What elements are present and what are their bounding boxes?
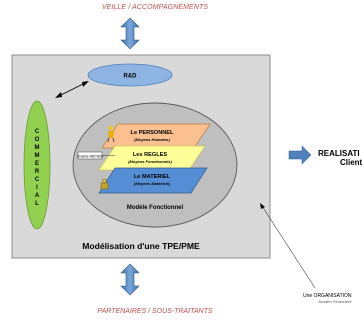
organisation-sublabel: Juridico Financière [318,299,352,304]
client-label: Client [340,158,362,167]
realisation-arrow [288,145,312,165]
rd-ellipse [87,63,173,87]
regles-subtitle: (Moyens Fonctionnels) [128,159,172,164]
commercial-label: C O M M E R C I A L [35,129,40,207]
rd-label: R&D [124,74,138,80]
commercial-letter: A [35,193,40,199]
commercial-letter: C [35,129,40,135]
layer-regles [98,145,206,171]
commercial-letter: M [35,153,40,159]
commercial-letter: L [35,201,39,207]
modele-label: Modèle Fonctionnel [127,205,184,211]
bottom-double-arrow [120,263,140,296]
materiel-title: Le MATERIEL [134,174,171,180]
organisation-pointer [260,203,316,289]
layer-personnel [101,123,211,149]
top-double-arrow [120,17,140,50]
commercial-letter: C [35,177,40,183]
personnel-title: Le PERSONNEL [131,130,174,136]
chaine-metier-label: Chaîne METIER [77,155,104,159]
commercial-letter: E [35,161,39,167]
tool-icon [100,178,109,190]
frame-title: Modélisation d'une TPE/PME [82,241,200,251]
commercial-letter: R [35,169,40,175]
chaine-metier-box [77,151,103,160]
commercial-letter: I [36,185,38,191]
materiel-subtitle: (Moyens Matériels) [134,181,171,186]
commercial-letter: M [35,145,40,151]
commercial-ellipse [23,100,51,230]
regles-title: Les REGLES [133,152,167,158]
commercial-letter: O [35,137,40,143]
person-icon [107,125,115,143]
bottom-label: PARTENAIRES / SOUS-TRAITANTS [97,308,213,315]
personnel-subtitle: (Moyens Humains) [134,137,170,142]
realisation-label: REALISATI [318,149,360,158]
organisation-label: Une ORGANISATION [303,293,352,299]
top-label: VEILLE / ACCOMPAGNEMENTS [101,4,209,11]
rd-commercial-arrow [55,81,89,98]
